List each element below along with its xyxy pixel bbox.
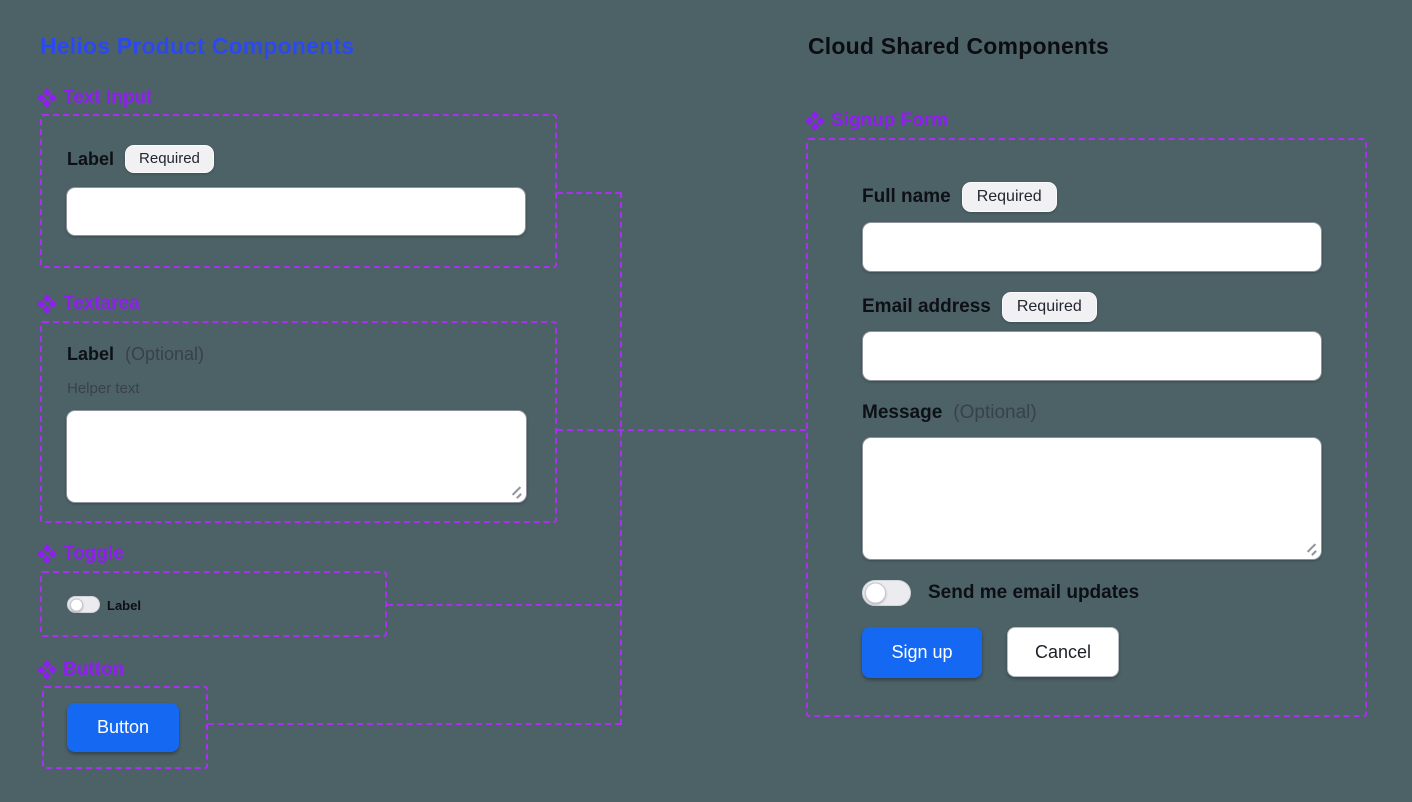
component-heading-signup-form: Signup Form xyxy=(805,110,949,132)
full-name-field[interactable] xyxy=(862,222,1322,272)
sign-up-button[interactable]: Sign up xyxy=(862,627,982,678)
connector-text-input xyxy=(557,192,621,194)
component-icon xyxy=(37,544,57,564)
email-field[interactable] xyxy=(862,331,1322,381)
component-heading-text-input: Text Input xyxy=(37,87,153,109)
resize-handle-icon[interactable] xyxy=(1304,543,1318,557)
helper-text: Helper text xyxy=(67,380,140,397)
component-heading-textarea: Textarea xyxy=(37,293,140,315)
connector-button xyxy=(208,723,621,725)
email-label: Email address xyxy=(862,296,991,317)
required-badge: Required xyxy=(125,145,214,173)
email-updates-row: Send me email updates xyxy=(862,580,1139,606)
message-field[interactable] xyxy=(862,437,1322,560)
toggle-label: Label xyxy=(107,598,141,613)
component-icon xyxy=(37,88,57,108)
toggle-switch[interactable] xyxy=(67,596,100,613)
email-updates-label: Send me email updates xyxy=(928,582,1140,603)
component-heading-label: Toggle xyxy=(63,543,124,564)
component-heading-label: Signup Form xyxy=(831,110,949,131)
left-section-title: Helios Product Components xyxy=(40,33,355,59)
component-icon xyxy=(805,111,825,131)
connector-toggle xyxy=(387,604,621,606)
required-badge: Required xyxy=(1001,292,1097,322)
required-badge: Required xyxy=(961,182,1057,212)
text-input-field[interactable] xyxy=(66,187,526,236)
message-label-row: Message (Optional) xyxy=(862,402,1037,424)
textarea-label: Label xyxy=(67,344,115,364)
toggle-knob[interactable] xyxy=(865,582,886,604)
component-heading-label: Textarea xyxy=(63,293,140,314)
component-icon xyxy=(37,660,57,680)
cancel-button[interactable]: Cancel xyxy=(1007,627,1119,677)
toggle-knob[interactable] xyxy=(70,598,83,611)
text-input-label: Label xyxy=(67,148,115,169)
component-heading-label: Button xyxy=(63,659,125,680)
button-outline xyxy=(42,686,208,769)
email-updates-toggle[interactable] xyxy=(862,580,911,606)
textarea-label-row: Label (Optional) xyxy=(67,344,204,365)
text-input-outline xyxy=(40,114,557,268)
toggle-outline xyxy=(40,571,387,637)
optional-tag: (Optional) xyxy=(953,402,1037,423)
text-input-label-row: Label Required xyxy=(67,145,214,173)
full-name-label: Full name xyxy=(862,186,951,207)
component-heading-label: Text Input xyxy=(63,87,153,108)
right-section-title: Cloud Shared Components xyxy=(808,33,1110,59)
component-icon xyxy=(37,294,57,314)
textarea-field[interactable] xyxy=(66,410,527,503)
component-heading-toggle: Toggle xyxy=(37,543,124,565)
resize-handle-icon[interactable] xyxy=(509,486,523,500)
component-heading-button: Button xyxy=(37,659,125,681)
signup-form-outline xyxy=(806,138,1367,717)
connector-textarea xyxy=(557,429,806,431)
optional-tag: (Optional) xyxy=(125,344,205,364)
email-label-row: Email address Required xyxy=(862,292,1097,322)
full-name-label-row: Full name Required xyxy=(862,182,1057,212)
textarea-outline xyxy=(40,321,557,523)
demo-button[interactable]: Button xyxy=(67,703,179,752)
message-label: Message xyxy=(862,402,943,423)
connector-trunk xyxy=(620,192,622,725)
